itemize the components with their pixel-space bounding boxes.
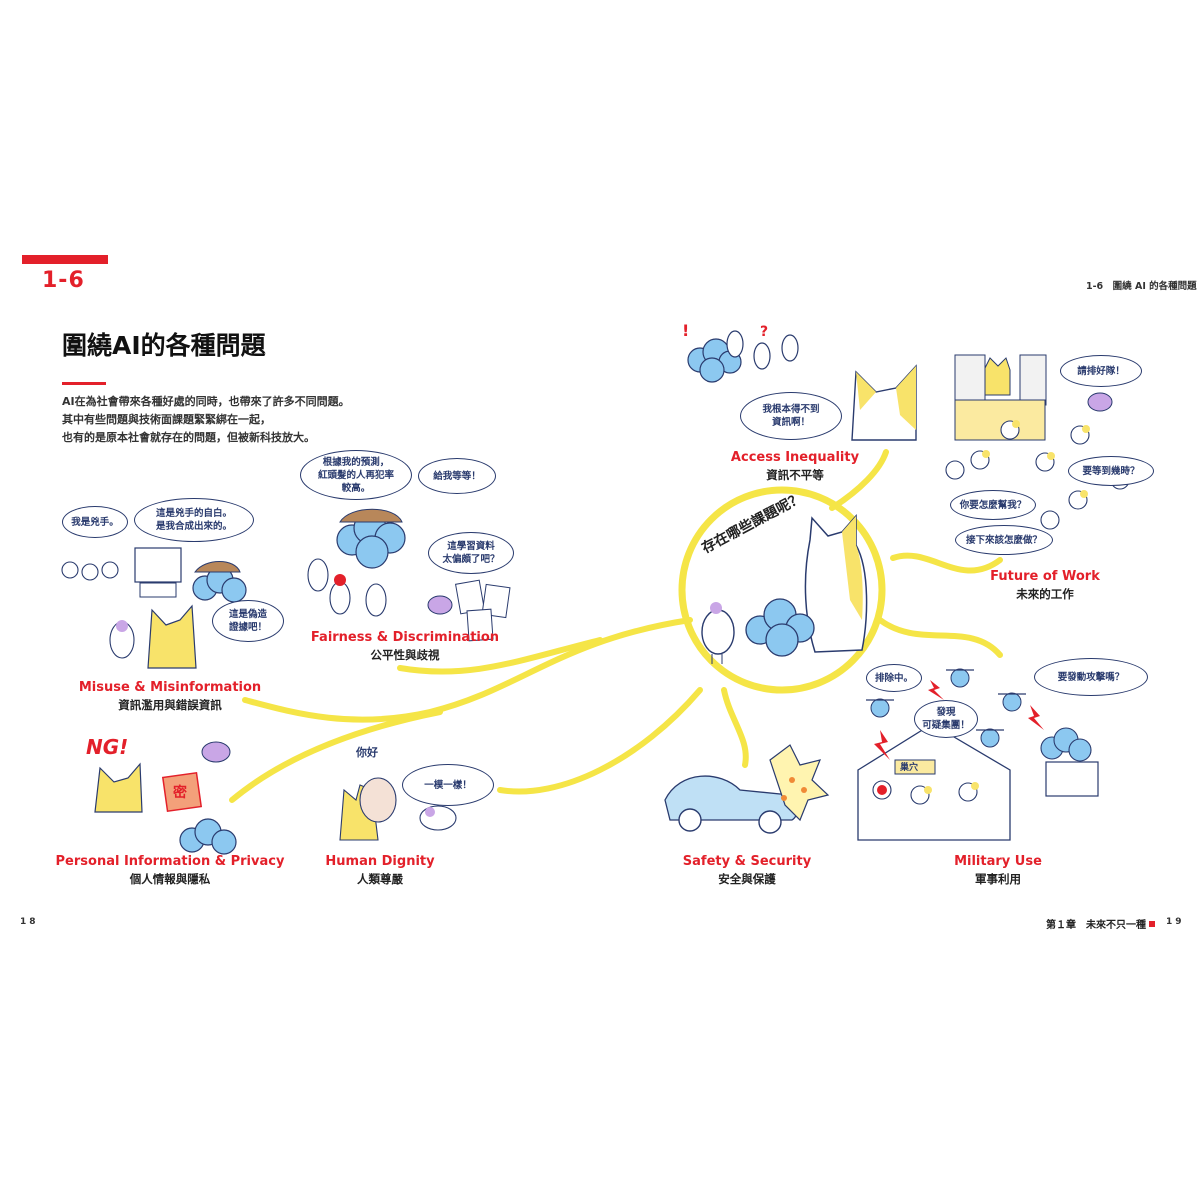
intro-paragraph: AI在為社會帶來各種好處的同時，也帶來了許多不同問題。 其中有些問題與技術面課題…	[62, 393, 350, 447]
intro-line: 其中有些問題與技術面課題緊緊綁在一起，	[62, 413, 271, 426]
topic-zh: 安全與保護	[718, 872, 776, 886]
speech-bubble: 接下來該怎麼做？	[955, 525, 1053, 555]
running-header: 1-6 圍繞 AI 的各種問題	[1086, 281, 1197, 292]
speech-bubble: 根據我的預測， 紅頭髮的人再犯率 較高。	[300, 450, 412, 500]
topic-misuse-misinformation: Misuse & Misinformation 資訊濫用與錯誤資訊	[70, 680, 270, 713]
page-number-right: 19	[1166, 917, 1185, 927]
branch-privacy	[229, 709, 443, 803]
topic-en: Future of Work	[990, 569, 1100, 584]
secret-seal: 密	[173, 785, 187, 801]
intro-line: AI在為社會帶來各種好處的同時，也帶來了許多不同問題。	[62, 395, 350, 408]
center-cloud	[745, 598, 815, 657]
branch-work	[890, 552, 1003, 574]
military-scene	[857, 668, 1099, 841]
speech-bubble: 你要怎麼幫我？	[950, 490, 1036, 520]
work-scene	[945, 354, 1130, 530]
speech-bubble: 一模一樣！	[402, 764, 494, 806]
topic-military-use: Military Use 軍事利用	[938, 854, 1058, 887]
speech-bubble: 給我等等！	[418, 458, 496, 494]
topic-zh: 資訊濫用與錯誤資訊	[118, 698, 222, 712]
topic-en: Military Use	[954, 854, 1042, 869]
mind-map-branches	[229, 449, 1003, 803]
topic-en: Access Inequality	[730, 450, 860, 465]
speech-bubble: 這是偽造 證據吧！	[212, 600, 284, 642]
intro-line: 也有的是原本社會就存在的問題，但被新科技放大。	[62, 431, 315, 444]
topic-zh: 未來的工作	[1016, 587, 1074, 601]
branch-military	[877, 617, 1003, 658]
privacy-scene	[94, 741, 237, 855]
speech-bubble: 要等到幾時？	[1068, 456, 1154, 486]
topic-en: Misuse & Misinformation	[78, 680, 262, 695]
center-characters	[701, 514, 868, 664]
red-square-icon	[1149, 921, 1155, 927]
section-bar	[22, 255, 108, 264]
topic-safety-security: Safety & Security 安全與保護	[672, 854, 822, 887]
svg-text:?: ?	[760, 324, 768, 340]
speech-bubble: 這是兇手的自白。 是我合成出來的。	[134, 498, 254, 542]
topic-zh: 個人情報與隱私	[129, 872, 211, 886]
svg-text:!: !	[682, 321, 689, 340]
topic-en: Fairness & Discrimination	[310, 630, 500, 645]
topic-en: Human Dignity	[325, 854, 435, 869]
section-number: 1-6	[42, 268, 85, 293]
speech-bubble: 我是兇手。	[62, 506, 128, 538]
dignity-scene	[339, 777, 457, 841]
access-birds	[726, 330, 799, 370]
topic-zh: 軍事利用	[975, 872, 1021, 886]
branch-safety	[721, 687, 749, 768]
topic-future-of-work: Future of Work 未來的工作	[965, 569, 1125, 602]
topic-personal-information-privacy: Personal Information & Privacy 個人情報與隱私	[55, 854, 285, 887]
speech-bubble: 要發動攻擊嗎？	[1034, 658, 1148, 696]
title-rule	[62, 382, 106, 385]
ng-mark: NG!	[86, 735, 129, 759]
access-cat	[851, 364, 917, 441]
branch-fairness	[397, 637, 603, 675]
speech-bubble: 我根本得不到 資訊啊！	[740, 392, 842, 440]
speech-bubble: 發現 可疑集團！	[914, 700, 978, 738]
speech-bubble: 請排好隊！	[1060, 355, 1142, 387]
drones	[870, 668, 1022, 748]
safety-scene	[664, 744, 830, 834]
topic-zh: 公平性與歧視	[370, 648, 440, 662]
misuse-scene	[61, 547, 247, 669]
topic-en: Safety & Security	[682, 854, 812, 869]
center-bird	[701, 602, 735, 664]
page-number-left: 18	[20, 917, 39, 927]
topic-human-dignity: Human Dignity 人類尊嚴	[320, 854, 440, 887]
speech-bubble: 這學習資料 太偏頗了吧？	[428, 532, 514, 574]
topic-fairness-discrimination: Fairness & Discrimination 公平性與歧視	[300, 630, 510, 663]
branch-access	[829, 449, 889, 511]
branch-dignity	[497, 687, 703, 795]
lair-sign: 巢穴	[900, 763, 919, 773]
topic-zh: 人類尊嚴	[357, 872, 403, 886]
center-circle	[678, 486, 886, 694]
topic-zh: 資訊不平等	[766, 468, 824, 482]
fairness-scene	[307, 508, 511, 642]
chapter-footer: 第１章 未來不只一種	[1046, 916, 1155, 931]
greeting-text: 你好	[356, 746, 378, 759]
chapter-title: 第１章 未來不只一種	[1046, 920, 1146, 931]
topic-access-inequality: Access Inequality 資訊不平等	[715, 450, 875, 483]
page-title: 圍繞AI的各種問題	[62, 331, 266, 360]
topic-en: Personal Information & Privacy	[55, 854, 285, 869]
speech-bubble: 排除中。	[866, 664, 922, 692]
access-cloud	[687, 338, 742, 383]
